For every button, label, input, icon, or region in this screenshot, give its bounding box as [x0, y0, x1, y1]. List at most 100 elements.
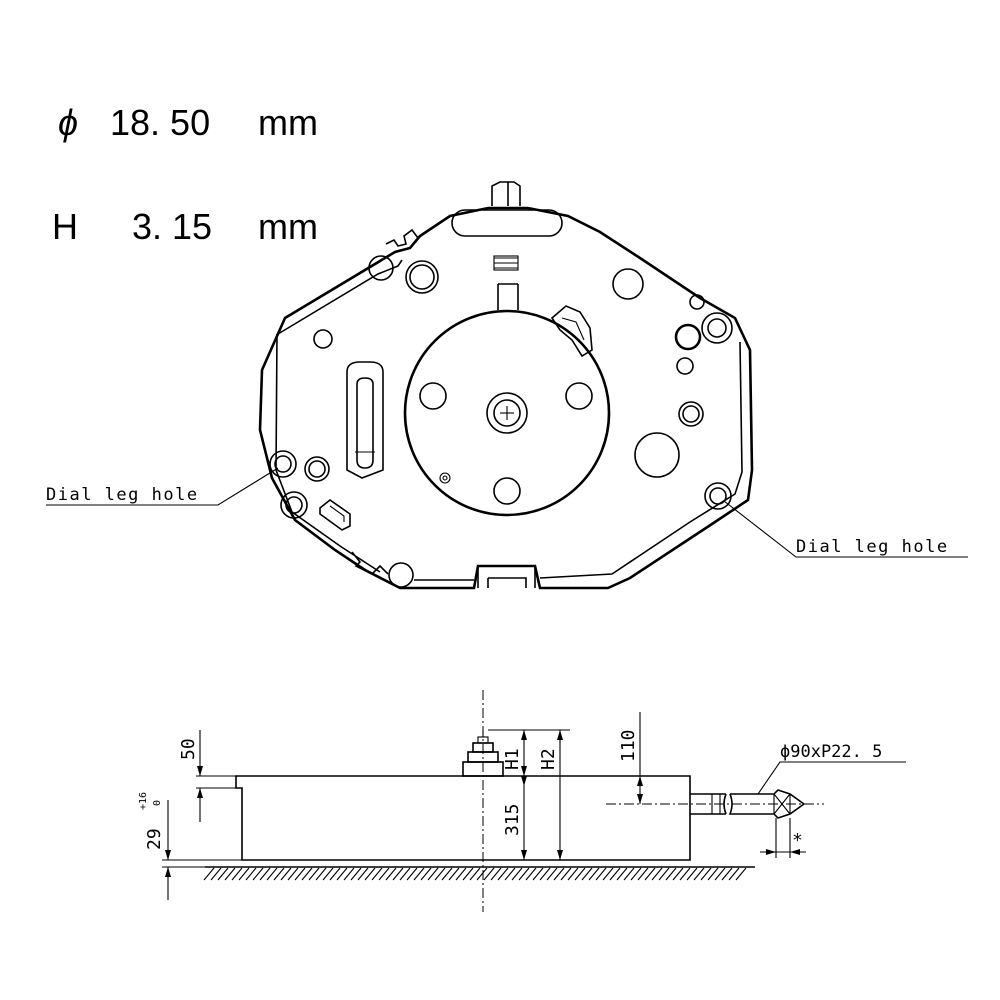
hatch-line	[616, 867, 628, 881]
hatch-line	[455, 867, 467, 881]
hatch-line	[273, 867, 285, 881]
hatch-line	[490, 867, 502, 881]
hatch-line	[693, 867, 705, 881]
stem-stub	[491, 181, 521, 206]
hatch-line	[280, 867, 292, 881]
hatch-line	[602, 867, 614, 881]
hatch-line	[322, 867, 334, 881]
plate-step-left	[275, 333, 381, 573]
hatch-line	[539, 867, 551, 881]
plate-step-right	[539, 341, 743, 579]
hatch-line	[385, 867, 397, 881]
hatch-line	[560, 867, 572, 881]
hole-small-right	[676, 357, 694, 375]
hatch-line	[469, 867, 481, 881]
center-hub	[486, 392, 528, 434]
hatch-line	[301, 867, 313, 881]
hatch-line	[427, 867, 439, 881]
hatch-line	[420, 867, 432, 881]
hatch-line	[371, 867, 383, 881]
hatch-line	[665, 867, 677, 881]
dim-29-tol-upper: +16	[138, 792, 149, 810]
diameter-value: 18. 50	[110, 102, 210, 143]
spec-block: ϕ 18. 50 mm H 3. 15 mm	[52, 102, 318, 247]
leader-right	[723, 500, 968, 558]
hatch-line	[252, 867, 264, 881]
hole-left-mid	[304, 456, 330, 482]
hatch-line	[644, 867, 656, 881]
hatch-line	[294, 867, 306, 881]
plate-step-top-left	[277, 259, 403, 335]
hatch-line	[406, 867, 418, 881]
height-symbol: H	[52, 206, 78, 247]
hatch-line	[343, 867, 355, 881]
base-hatch	[203, 867, 747, 881]
hatch-line	[630, 867, 642, 881]
dim-110: 110	[606, 712, 824, 805]
dim-h2-text: H2	[538, 748, 559, 770]
dim-29-tol-lower: 0	[152, 800, 163, 806]
hatch-line	[581, 867, 593, 881]
hatch-line	[315, 867, 327, 881]
dim-h1-h2-315: H1 H2 315	[488, 729, 570, 860]
hatch-line	[595, 867, 607, 881]
grille	[493, 255, 519, 271]
battery-clip	[346, 361, 384, 479]
dim-h1-text: H1	[502, 748, 523, 770]
hatch-line	[707, 867, 719, 881]
dim-29-text: 29	[144, 828, 165, 850]
dim-29: 29 +16 0	[138, 792, 242, 900]
hatch-line	[546, 867, 558, 881]
rotor-pin	[439, 472, 451, 484]
dial-leg-hole-right-feature	[704, 482, 732, 510]
hatch-line	[392, 867, 404, 881]
hatch-line	[700, 867, 712, 881]
hatch-line	[658, 867, 670, 881]
rotor-disc	[403, 309, 611, 517]
center-screw	[493, 399, 521, 427]
top-slot	[451, 209, 563, 237]
hole-bold-right	[674, 323, 702, 351]
hole-bottom-left	[388, 562, 414, 588]
hatch-line	[483, 867, 495, 881]
hatch-line	[679, 867, 691, 881]
hole-top-left-2	[405, 260, 439, 294]
hole-large-right	[634, 432, 680, 478]
hatch-line	[504, 867, 516, 881]
hatch-line	[574, 867, 586, 881]
hatch-line	[735, 867, 747, 881]
dim-110-text: 110	[618, 729, 639, 762]
dial-leg-hole-left-feature	[269, 450, 297, 478]
hole-left-upper	[313, 329, 333, 349]
hatch-line	[287, 867, 299, 881]
height-value: 3. 15	[132, 206, 212, 247]
hatch-line	[238, 867, 250, 881]
hatch-line	[637, 867, 649, 881]
stem-spec-text: ϕ90xP22. 5	[780, 742, 882, 762]
hatch-line	[588, 867, 600, 881]
height-unit: mm	[258, 206, 318, 247]
side-body	[235, 775, 691, 861]
stem-channel	[497, 283, 519, 310]
notch-bottom-left	[351, 551, 389, 575]
hatch-line	[217, 867, 229, 881]
stem-side: ϕ90xP22. 5 *	[690, 742, 906, 858]
movement-top-view: Dial leg hole Dial leg hole	[46, 181, 968, 590]
hatch-line	[714, 867, 726, 881]
asterisk-text: *	[792, 830, 803, 851]
hole-small-top-right	[689, 294, 705, 310]
hatch-line	[336, 867, 348, 881]
hatch-line	[721, 867, 733, 881]
hatch-line	[651, 867, 663, 881]
setting-lever	[550, 305, 593, 358]
hole-lower-left	[280, 491, 308, 519]
hatch-line	[686, 867, 698, 881]
dial-leg-hole-label-right: Dial leg hole	[796, 537, 949, 557]
diameter-symbol: ϕ	[58, 102, 78, 143]
hole-top-left	[368, 255, 394, 281]
hatch-line	[308, 867, 320, 881]
hatch-line	[350, 867, 362, 881]
hole-top-right	[612, 268, 644, 300]
hatch-line	[553, 867, 565, 881]
